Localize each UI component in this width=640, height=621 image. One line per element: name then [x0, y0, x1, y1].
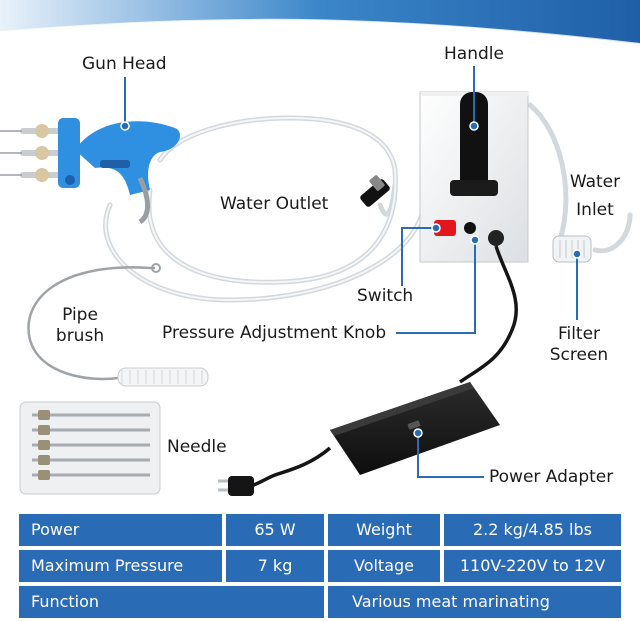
spec-value-power: 65 W [226, 514, 324, 546]
outlet-connector [360, 175, 390, 207]
spec-value-weight: 2.2 kg/4.85 lbs [444, 514, 621, 546]
label-water-outlet: Water Outlet [220, 194, 329, 214]
label-handle: Handle [444, 44, 504, 64]
power-adapter [218, 245, 518, 496]
filter-screen [552, 235, 592, 263]
spec-label-weight: Weight [328, 514, 440, 546]
spec-label-max-pressure: Maximum Pressure [19, 550, 222, 582]
label-power-adapter: Power Adapter [489, 467, 614, 487]
label-water-inlet: Water Inlet [569, 172, 621, 220]
label-needle: Needle [167, 437, 227, 457]
label-switch: Switch [357, 286, 414, 306]
spec-label-voltage: Voltage [328, 550, 440, 582]
label-filter-screen: Filter Screen [549, 324, 609, 365]
gun-head [0, 118, 180, 225]
spec-value-function: Various meat marinating [328, 586, 621, 618]
main-unit [419, 91, 530, 263]
spec-row-power: Power 65 W Weight 2.2 kg/4.85 lbs [19, 514, 621, 546]
spec-value-max-pressure: 7 kg [226, 550, 324, 582]
spec-row-function: Function Various meat marinating [19, 586, 621, 618]
product-illustration [0, 0, 640, 496]
header-wave [0, 0, 640, 44]
label-pressure-knob: Pressure Adjustment Knob [162, 323, 387, 343]
label-gun-head: Gun Head [82, 54, 167, 74]
needle-box [19, 401, 161, 495]
callout-lines [120, 66, 582, 478]
spec-label-function: Function [19, 586, 324, 618]
pipe-brush [27, 263, 209, 387]
label-pipe-brush: Pipe brush [55, 305, 105, 346]
spec-row-pressure: Maximum Pressure 7 kg Voltage 110V-220V … [19, 550, 621, 582]
spec-label-power: Power [19, 514, 222, 546]
spec-value-voltage: 110V-220V to 12V [444, 550, 621, 582]
